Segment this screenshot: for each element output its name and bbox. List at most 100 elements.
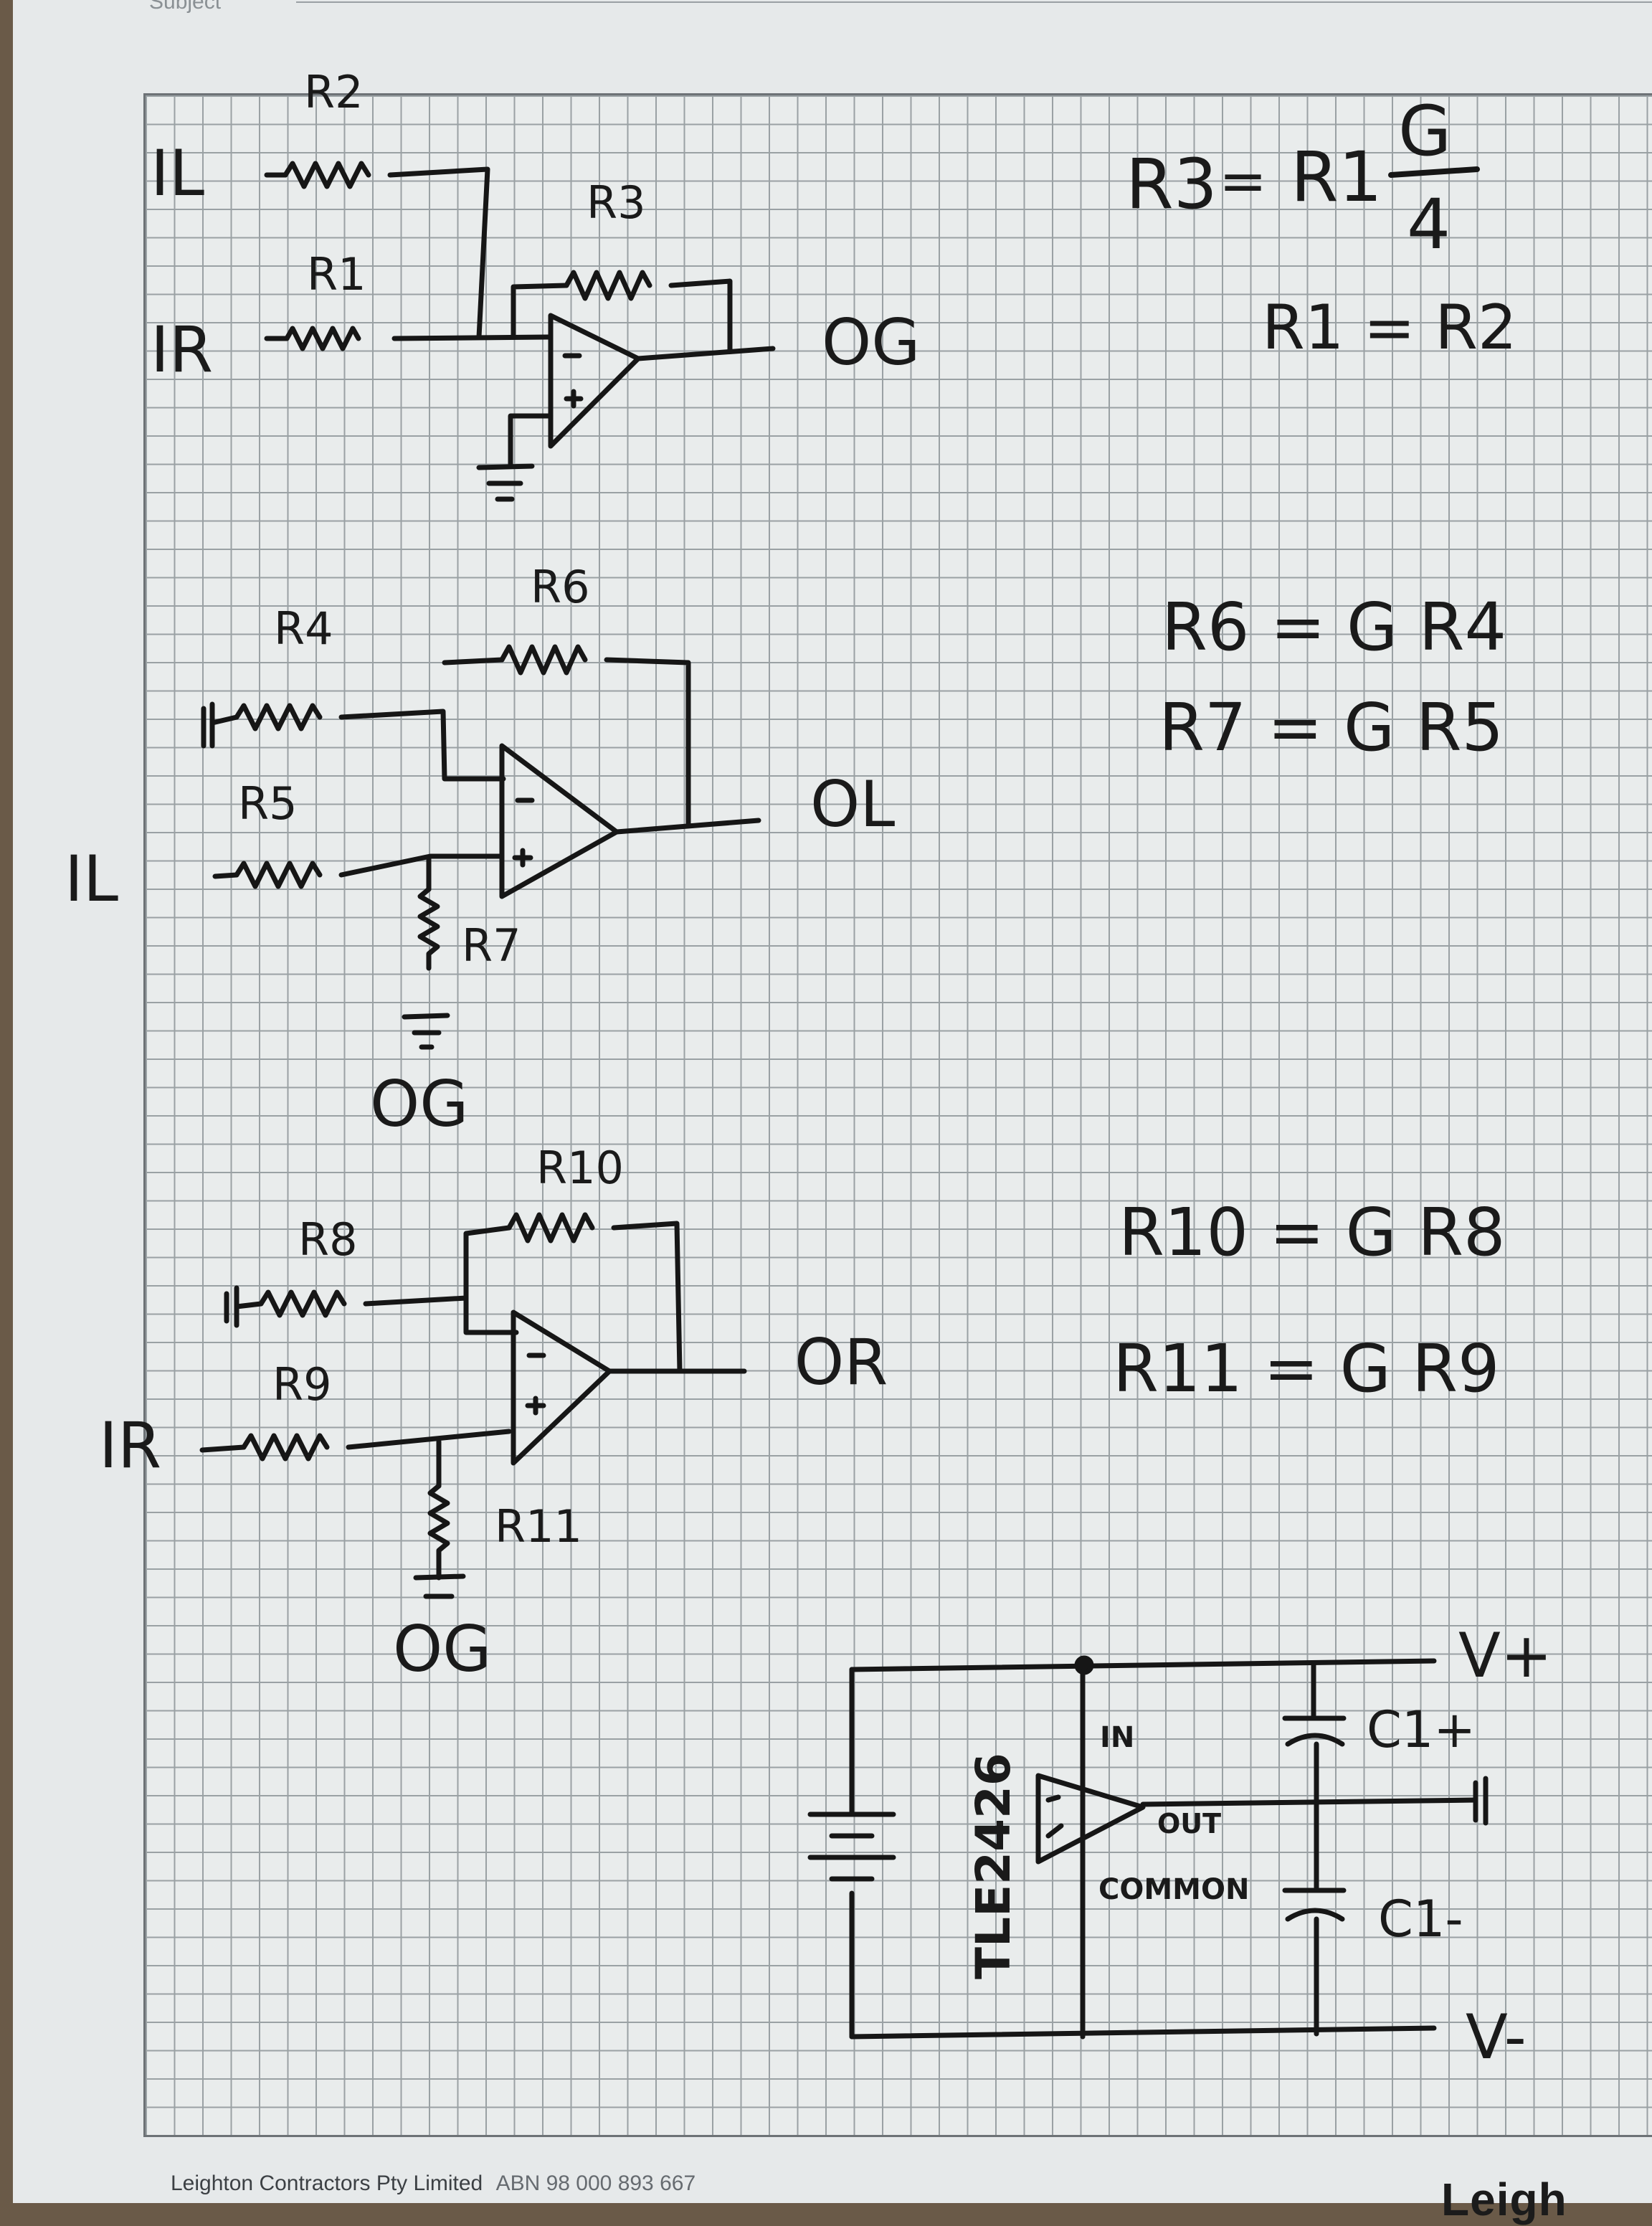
label-pin-common: COMMON [1098, 1873, 1249, 1906]
battery-symbol [807, 1811, 896, 1882]
footer-company-line: Leighton Contractors Pty Limited ABN 98 … [171, 2171, 696, 2196]
resistor-r10 [506, 1212, 595, 1244]
label-in-il-2: IL [65, 842, 118, 916]
eq3: R6 = G R4 [1162, 589, 1506, 666]
label-r5: R5 [238, 777, 298, 830]
wire [363, 1295, 519, 1335]
wire [387, 166, 490, 340]
resistor-r1 [284, 326, 361, 351]
resistor-r4 [234, 703, 323, 731]
label-vminus: V- [1466, 2002, 1527, 2073]
graph-grid [143, 93, 1652, 2137]
label-in-ir-3: IR [99, 1408, 161, 1482]
resistor-r3 [564, 270, 652, 301]
resistor-r2 [283, 161, 371, 189]
cap-ref-supply [1473, 1776, 1489, 1826]
label-in-ir: IR [151, 313, 213, 387]
opamp-1 [548, 313, 641, 449]
wire [442, 657, 505, 666]
wire [463, 1225, 512, 1301]
label-r1: R1 [307, 248, 366, 300]
label-chip: TLE2426 [966, 1753, 1021, 1979]
eq5: R10 = G R8 [1119, 1194, 1506, 1271]
label-pin-in: IN [1100, 1721, 1134, 1754]
ground-symbol [402, 1013, 450, 1050]
wire [212, 872, 239, 879]
wire-vplus [849, 1658, 1437, 1672]
wire [391, 334, 551, 341]
label-r4: R4 [274, 602, 333, 655]
opamp-plus [525, 1396, 546, 1416]
resistor-r8 [258, 1289, 347, 1318]
wire [346, 1429, 512, 1450]
label-c1plus: C1+ [1367, 1700, 1476, 1759]
wire [338, 853, 505, 878]
wire [668, 278, 733, 353]
cap-ref-left [201, 701, 239, 749]
opamp-2 [499, 743, 620, 899]
label-out-ol: OL [810, 767, 895, 841]
label-og-3: OG [393, 1612, 491, 1686]
label-r7: R7 [462, 919, 521, 972]
eq1-numerator: G [1398, 91, 1451, 171]
regulator-symbol [1035, 1773, 1146, 1865]
wire [508, 413, 554, 468]
circuit-right-channel [199, 1212, 747, 1599]
wire-vminus [849, 2025, 1437, 2040]
opamp-3 [511, 1309, 612, 1466]
label-og-2: OG [370, 1067, 468, 1141]
resistor-r9 [241, 1433, 330, 1462]
eq1-fraction-bar [1388, 166, 1480, 178]
wire [635, 346, 776, 361]
eq1-equals: = [1219, 148, 1267, 214]
circuit-left-channel [201, 644, 761, 1050]
subject-line [296, 1, 1652, 3]
capacitor-c1plus [1282, 1715, 1347, 1747]
label-r11: R11 [495, 1500, 582, 1553]
label-r10: R10 [536, 1142, 624, 1194]
eq1-denominator: 4 [1407, 184, 1451, 265]
eq4: R7 = G R5 [1159, 689, 1504, 766]
opamp-plus [564, 389, 584, 409]
subject-label: Subject [149, 0, 222, 14]
wire-out [1140, 1797, 1478, 1807]
resistor-r11 [427, 1483, 450, 1581]
eq2: R1 = R2 [1262, 292, 1517, 364]
label-out-or: OR [794, 1325, 888, 1399]
junction-dot [1074, 1655, 1094, 1675]
regulator-minus [1045, 1794, 1061, 1803]
cap-ref-right [224, 1285, 264, 1328]
eq6: R11 = G R9 [1113, 1330, 1500, 1407]
power-supply-circuit [807, 1655, 1489, 2040]
wire [611, 1221, 683, 1374]
eq1-r1: R1 [1291, 137, 1382, 217]
circuit-summing-amp [264, 161, 776, 502]
footer-brand-logo: Leigh [1441, 2174, 1567, 2225]
eq1-lhs: R3 [1126, 144, 1217, 224]
wire [614, 818, 761, 835]
label-pin-out: OUT [1157, 1808, 1221, 1839]
footer-company: Leighton Contractors Pty Limited [171, 2171, 483, 2195]
regulator-plus [1045, 1823, 1064, 1839]
label-in-il: IL [151, 136, 204, 210]
label-r6: R6 [531, 561, 590, 613]
ground-symbol [413, 1573, 466, 1599]
label-vplus: V+ [1458, 1620, 1552, 1692]
ground-symbol [476, 463, 535, 502]
label-r2: R2 [304, 66, 364, 118]
resistor-r7 [417, 886, 440, 971]
label-r9: R9 [272, 1358, 332, 1411]
footer-abn: ABN 98 000 893 667 [495, 2171, 696, 2195]
wire [511, 283, 569, 340]
label-r3: R3 [587, 176, 646, 229]
wire [604, 657, 691, 828]
wire [199, 1444, 247, 1453]
wire [338, 709, 506, 782]
label-r8: R8 [298, 1213, 358, 1266]
resistor-r6 [499, 644, 588, 676]
label-c1minus: C1- [1378, 1890, 1463, 1948]
resistor-r5 [234, 861, 323, 889]
label-out-og: OG [822, 306, 920, 379]
opamp-plus [512, 848, 533, 868]
